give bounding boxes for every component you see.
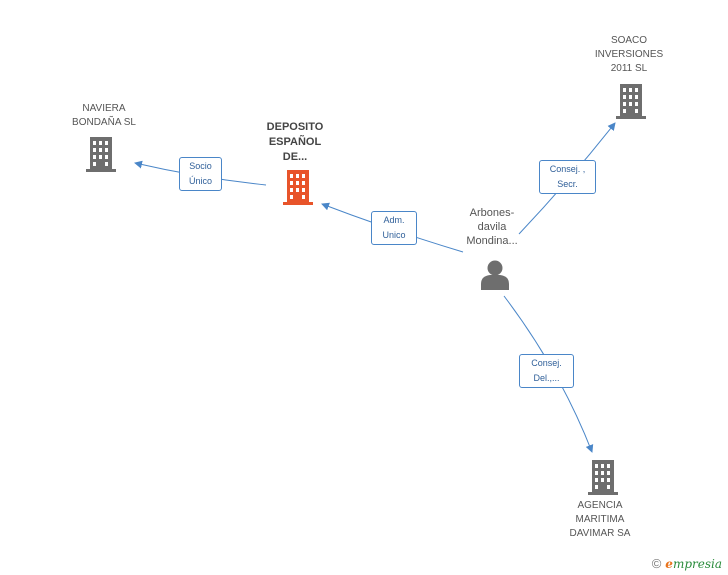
node-label-person[interactable]: Arbones- davila Mondina...: [466, 207, 518, 247]
edge-label-socio-unico: Socio Único: [179, 157, 222, 191]
building-icon[interactable]: [588, 460, 618, 495]
building-icon[interactable]: [283, 170, 313, 205]
edge-label-consej-secr: Consej. , Secr.: [539, 160, 596, 194]
node-label-agencia[interactable]: AGENCIA MARITIMA DAVIMAR SA: [569, 500, 631, 539]
node-label-naviera[interactable]: NAVIERA BONDAÑA SL: [72, 103, 136, 128]
person-icon[interactable]: [481, 260, 509, 291]
edge-label-consej-del: Consej. Del.,...: [519, 354, 574, 388]
edge-label-adm-unico: Adm. Unico: [371, 211, 417, 245]
building-icon[interactable]: [616, 84, 646, 119]
node-label-soaco[interactable]: SOACO INVERSIONES 2011 SL: [594, 35, 664, 74]
node-label-deposito[interactable]: DEPOSITO ESPAÑOL DE...: [266, 121, 324, 163]
building-icon[interactable]: [86, 137, 116, 172]
empresia-logo: empresia: [665, 556, 722, 571]
copyright-symbol: ©: [651, 556, 662, 571]
footer-branding: © empresia: [652, 556, 722, 571]
